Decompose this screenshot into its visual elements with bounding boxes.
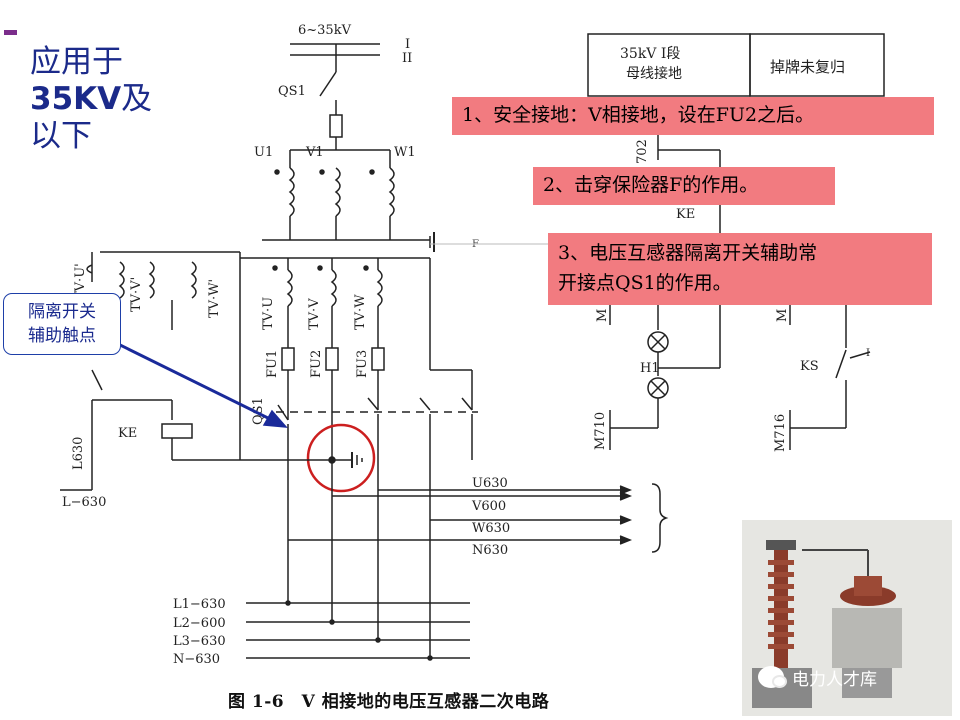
fuse-fu2 [325, 347, 339, 371]
primary-winding-w [388, 167, 395, 217]
isolator-arrow-head [262, 409, 288, 428]
secondary-winding-w [376, 269, 383, 307]
transformer-photo [742, 520, 952, 716]
tv-w-label: TV·W [353, 294, 368, 330]
watermark: 电力人才库 [758, 662, 954, 692]
n-label: N−630 [173, 652, 220, 667]
ground-highlight-circle [306, 423, 376, 493]
m-b-label: M [775, 309, 790, 322]
box-right-label: 掉牌未复归 [770, 58, 845, 76]
v600-label: V600 [471, 499, 506, 514]
l630-label: L630 [71, 437, 86, 470]
isolator-label-line2: 辅助触点 [28, 326, 96, 346]
l-630-label: L−630 [62, 495, 106, 510]
l2-label: L2−600 [173, 616, 226, 631]
tv-w2-label: TV·W' [207, 279, 222, 318]
w630-label: W630 [472, 521, 510, 536]
m-a-label: M [595, 309, 610, 322]
slide-bullet [4, 30, 17, 35]
side-title-ji: 及 [121, 81, 153, 117]
u1-label: U1 [254, 145, 273, 160]
l1-label: L1−630 [173, 597, 226, 612]
bus-ii-label: II [402, 51, 412, 66]
secondary-winding-v [330, 269, 337, 307]
qs1-aux-label: QS1 [251, 397, 266, 425]
qs1-switch [319, 71, 337, 97]
primary-winding-v [334, 167, 341, 217]
figure-caption: 图 1-6 V 相接地的电压互感器二次电路 [228, 692, 550, 712]
ke-label: KE [118, 426, 137, 441]
m710-label: M710 [593, 412, 608, 450]
callout-1: 1、安全接地：V相接地，设在FU2之后。 [452, 97, 934, 135]
fuse-fu3 [371, 347, 385, 371]
h1-label: H1 [640, 361, 660, 376]
v1-label: V1 [305, 145, 324, 160]
side-title-line3: 以下 [30, 118, 92, 154]
callout-3-line1: 3、电压互感器隔离开关辅助常 [558, 242, 818, 264]
u630-label: U630 [472, 476, 508, 491]
tv-v-label: TV·V [307, 298, 322, 330]
bus-i-label: I [405, 37, 410, 52]
slide-side-title: 应用于 35KV及 以下 [30, 44, 152, 155]
isolator-label-line1: 隔离开关 [28, 302, 96, 322]
ke-relay-coil [161, 423, 193, 439]
n702-label: 702 [635, 139, 650, 164]
signal-box-right [749, 33, 885, 97]
box-left-line2: 母线接地 [626, 65, 682, 82]
tv-u-label: TV·U [261, 297, 276, 330]
output-brace [651, 483, 669, 553]
wechat-icon [758, 666, 787, 688]
side-title-line2: 35KV及 [30, 81, 152, 118]
fu2-label: FU2 [309, 350, 324, 378]
ke-right-label: KE [676, 207, 695, 222]
transformer-illustration [742, 520, 952, 716]
secondary-winding-u [286, 269, 293, 307]
watermark-text: 电力人才库 [792, 669, 877, 690]
primary-fuse [329, 114, 343, 138]
bus-voltage-label: 6~35kV [298, 23, 352, 38]
tv-u2-label: TV·U' [73, 263, 88, 300]
side-title-line1: 应用于 [30, 44, 123, 80]
m716-label: M716 [773, 414, 788, 452]
ks-label: KS [800, 359, 819, 374]
callout-3: 3、电压互感器隔离开关辅助常 开接点QS1的作用。 [548, 233, 932, 305]
fu1-label: FU1 [265, 350, 280, 378]
ks-contact [835, 349, 847, 379]
callout-3-line2: 开接点QS1的作用。 [558, 272, 732, 294]
box-left-line1: 35kV Ⅰ段 [620, 46, 680, 62]
w1-label: W1 [394, 145, 416, 160]
primary-winding-u [288, 167, 295, 217]
fuse-fu1 [281, 347, 295, 371]
isolator-aux-contact-label: 隔离开关 辅助触点 [3, 293, 121, 355]
isolator-arrow [109, 338, 273, 422]
l3-label: L3−630 [173, 634, 226, 649]
fu3-label: FU3 [355, 350, 370, 378]
n630-label: N630 [472, 543, 508, 558]
side-title-35kv: 35KV [30, 81, 122, 117]
ks-i-label: I [866, 348, 870, 359]
tv-v2-label: TV·V' [129, 277, 144, 312]
callout-2: 2、击穿保险器F的作用。 [533, 167, 835, 205]
signal-box-left [587, 33, 751, 97]
qs1-label: QS1 [278, 84, 306, 99]
